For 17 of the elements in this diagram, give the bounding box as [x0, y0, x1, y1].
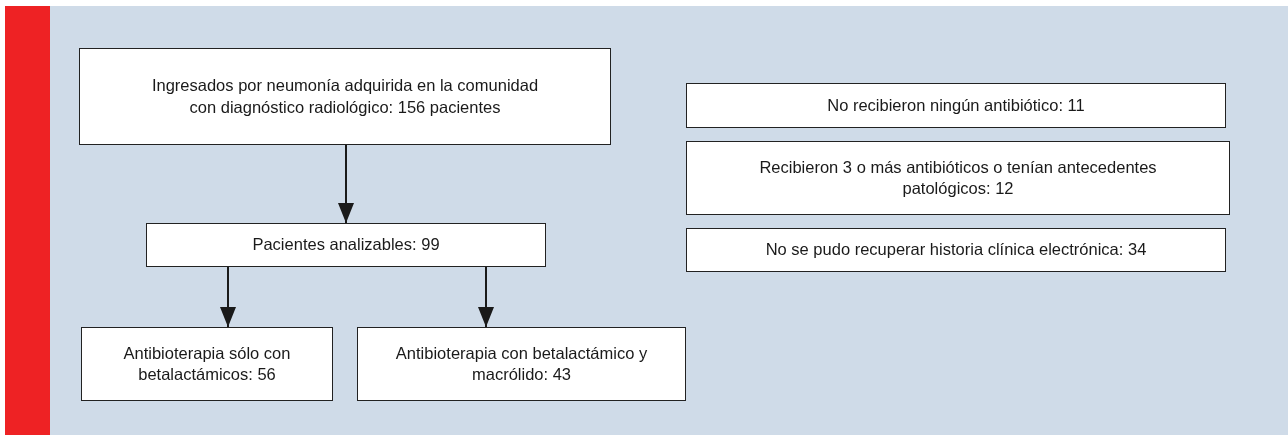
process-box — [686, 141, 1230, 215]
process-box — [686, 228, 1226, 272]
process-box — [79, 48, 611, 145]
process-box — [357, 327, 686, 401]
process-box — [81, 327, 333, 401]
box-text: No se pudo recuperar historia clínica electrónica: 34 — [765, 239, 1147, 261]
box-text: No recibieron ningún antibiótico: 11 — [827, 94, 1085, 116]
process-box — [686, 83, 1226, 128]
box-text: Ingresados por neumonía adquirida en la comunidad con diagnóstico radiológico: 156 pacientes — [150, 75, 540, 118]
box-text: Antibioterapia sólo con betalactámicos: 56 — [122, 342, 292, 385]
arrow — [220, 266, 236, 328]
arrow — [478, 266, 494, 328]
box-text: Pacientes analizables: 99 — [252, 234, 440, 256]
process-box — [146, 223, 546, 267]
box-text: Recibieron 3 o más antibióticos o tenían antecedentes patológicos: 12 — [758, 156, 1158, 199]
box-text: Antibioterapia con betalactámico y macrólido: 43 — [394, 342, 649, 385]
arrow — [338, 144, 354, 224]
